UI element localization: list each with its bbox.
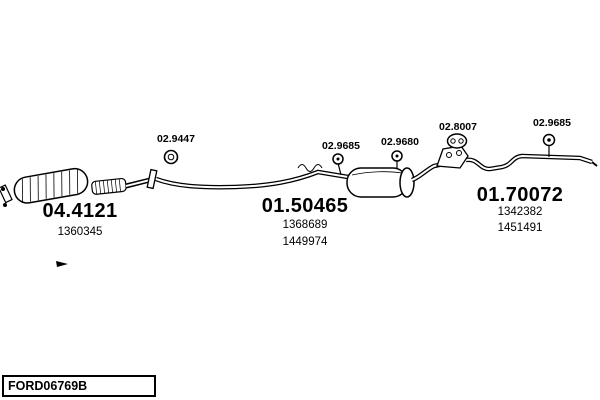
middle-section-code: 01.50465 xyxy=(261,195,349,217)
rubber-mount-icon-2 xyxy=(391,150,403,169)
mount-code-2: 02.9685 xyxy=(322,140,360,152)
rubber-mount-icon-4 xyxy=(542,133,556,157)
hanger-bracket-drawing xyxy=(436,145,469,169)
front-pipe-drawing xyxy=(155,164,349,190)
rear-section-number-1: 1342382 xyxy=(497,206,543,218)
mount-code-1: 02.9447 xyxy=(157,133,195,145)
rear-pipe-drawing xyxy=(411,153,598,183)
rubber-mount-icon-1 xyxy=(332,153,344,176)
mount-code-5: 02.9685 xyxy=(533,117,571,129)
catalytic-converter-drawing xyxy=(13,167,89,204)
rubber-mount-icon-3 xyxy=(446,133,468,149)
mount-code-3: 02.9680 xyxy=(381,136,419,148)
front-flange-drawing xyxy=(0,184,13,207)
diagram-reference-plate: FORD06769B xyxy=(2,375,156,397)
front-section-code: 04.4121 xyxy=(42,200,118,222)
mount-code-4: 02.8007 xyxy=(439,121,477,133)
pointer-arrow-icon xyxy=(56,261,68,267)
front-section-number-1: 1360345 xyxy=(57,226,103,238)
middle-section-number-1: 1368689 xyxy=(282,219,328,231)
middle-section-number-2: 1449974 xyxy=(282,236,328,248)
flex-pipe-drawing xyxy=(91,177,127,195)
rear-section-code: 01.70072 xyxy=(476,184,564,206)
diagram-reference-code: FORD06769B xyxy=(8,379,88,393)
middle-silencer-drawing xyxy=(346,167,415,198)
rear-section-number-2: 1451491 xyxy=(497,222,543,234)
connector-pipe-drawing xyxy=(125,168,158,190)
gasket-ring-icon xyxy=(163,149,179,165)
